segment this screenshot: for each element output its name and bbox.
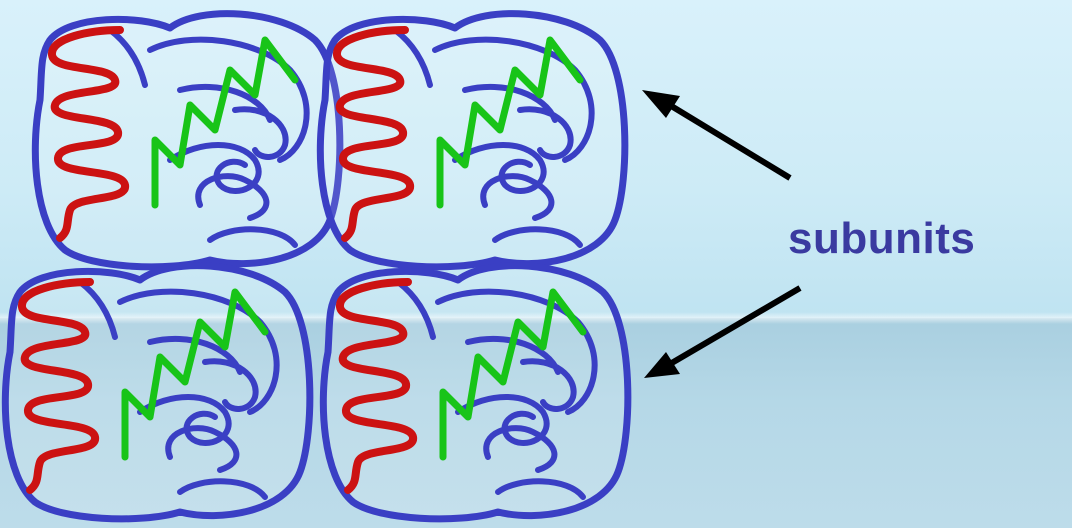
subunit-bottom-left — [5, 266, 310, 519]
arrow-to-top-subunit — [642, 90, 790, 178]
subunits-label: subunits — [788, 214, 975, 264]
arrow-to-bottom-subunit — [644, 288, 800, 378]
subunit-top-right — [320, 14, 625, 267]
subunit-top-left — [35, 14, 340, 267]
subunit-bottom-right — [323, 266, 628, 519]
